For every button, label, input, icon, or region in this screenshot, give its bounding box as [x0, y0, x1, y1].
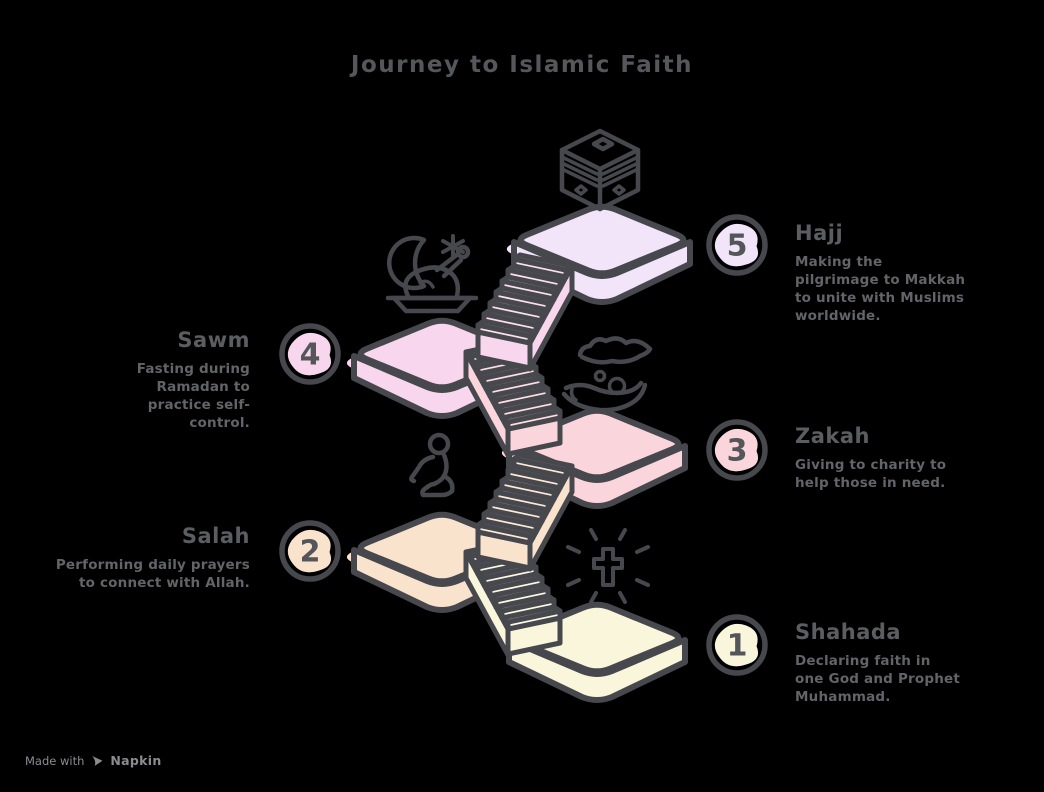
step-title: Shahada [795, 620, 902, 644]
step-title: Salah [181, 524, 250, 548]
badge-number: 5 [727, 229, 748, 264]
badge-step-3: 3 [706, 419, 768, 481]
step-description: Making the pilgrimage to Makkah to unite… [795, 254, 966, 324]
step-description: Fasting during Ramadan to practice self-… [136, 361, 250, 431]
step-label-hajj: Hajj Making the pilgrimage to Makkah to … [795, 221, 967, 326]
badge-number: 2 [300, 535, 321, 570]
badge-number: 4 [300, 338, 321, 373]
step-label-salah: Salah Performing daily prayers to connec… [54, 524, 250, 593]
step-description: Performing daily prayers to connect with… [55, 557, 250, 591]
badge-step-1: 1 [706, 614, 768, 676]
step-title: Hajj [795, 221, 844, 245]
kaaba-icon [559, 128, 641, 212]
step-description: Giving to charity to help those in need. [795, 457, 947, 491]
badge-step-2: 2 [279, 520, 341, 582]
napkin-brand-text: Napkin [110, 753, 162, 768]
badge-number: 1 [727, 629, 748, 664]
made-with-text: Made with [25, 753, 85, 768]
giving-hands-icon [561, 336, 653, 413]
step-label-zakah: Zakah Giving to charity to help those in… [795, 424, 953, 493]
step-label-shahada: Shahada Declaring faith in one God and P… [795, 620, 963, 707]
badge-number: 3 [727, 434, 748, 469]
radiant-cross-icon [566, 528, 650, 604]
badge-step-4: 4 [279, 323, 341, 385]
staircase-salah-to-zakah [475, 452, 575, 572]
praying-person-icon [409, 432, 455, 498]
napkin-logo-icon [92, 755, 103, 766]
step-description: Declaring faith in one God and Prophet M… [795, 653, 961, 705]
page-title: Journey to Islamic Faith [350, 52, 694, 78]
step-title: Zakah [795, 424, 870, 448]
crescent-and-iftar-meal-icon [385, 234, 479, 314]
badge-step-5: 5 [706, 214, 768, 276]
step-label-sawm: Sawm Fasting during Ramadan to practice … [90, 328, 250, 433]
staircase-sawm-to-hajj [475, 252, 575, 372]
made-with-napkin: Made with Napkin [25, 753, 162, 768]
step-title: Sawm [177, 328, 250, 352]
